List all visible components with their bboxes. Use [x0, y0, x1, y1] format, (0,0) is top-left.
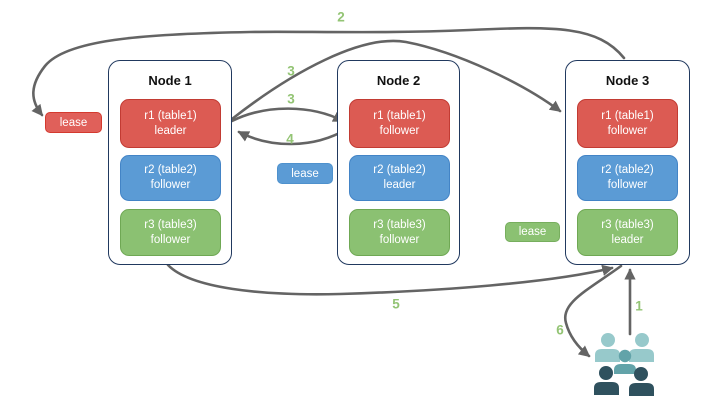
lease-badge-table2: lease — [277, 163, 333, 184]
replica-role: leader — [154, 124, 187, 137]
replica-name: r1 (table1) — [601, 109, 654, 122]
arrow-step-3-leader-to-node2 — [230, 107, 345, 123]
users-group-icon — [594, 333, 654, 396]
node-1-title: Node 1 — [148, 73, 192, 88]
node-3-replica-r2: r2 (table2) follower — [577, 155, 678, 201]
replica-name: r1 (table1) — [144, 109, 197, 122]
step-label-5: 5 — [392, 296, 400, 312]
node-1-replica-r3: r3 (table3) follower — [120, 209, 221, 256]
node-1: Node 1 r1 (table1) leader r2 (table2) fo… — [108, 60, 232, 265]
replica-role: follower — [607, 124, 648, 137]
node-3-replica-r3: r3 (table3) leader — [577, 209, 678, 256]
node-3-replica-r1: r1 (table1) follower — [577, 99, 678, 148]
step-label-1: 1 — [635, 298, 643, 314]
replica-name: r3 (table3) — [601, 218, 654, 231]
step-label-2: 2 — [337, 9, 345, 25]
node-2-replica-r2: r2 (table2) leader — [349, 155, 450, 201]
node-2-replica-r1: r1 (table1) follower — [349, 99, 450, 148]
replica-name: r2 (table2) — [144, 164, 197, 177]
replica-name: r1 (table1) — [373, 109, 426, 122]
step-label-6: 6 — [556, 322, 564, 338]
replica-name: r2 (table2) — [373, 164, 426, 177]
step-label-3a: 3 — [287, 63, 295, 79]
replica-role: follower — [379, 124, 420, 137]
replica-name: r3 (table3) — [373, 218, 426, 231]
arrow-step-5-node1-to-node3 — [166, 263, 614, 296]
node-3-title: Node 3 — [605, 73, 650, 88]
replica-role: follower — [607, 179, 648, 191]
node-2-replica-r3: r3 (table3) follower — [349, 209, 450, 256]
replica-role: follower — [150, 179, 191, 191]
node-1-replica-r2: r2 (table2) follower — [120, 155, 221, 201]
replica-role: leader — [383, 179, 416, 191]
step-label-4: 4 — [286, 131, 294, 147]
lease-badge-table3: lease — [505, 222, 560, 242]
replica-role: leader — [611, 233, 644, 246]
step-label-3b: 3 — [287, 91, 295, 107]
replica-role: follower — [150, 233, 191, 246]
node-1-replica-r1: r1 (table1) leader — [120, 99, 221, 148]
node-3: Node 3 r1 (table1) follower r2 (table2) … — [565, 60, 690, 265]
node-2: Node 2 r1 (table1) follower r2 (table2) … — [337, 60, 460, 265]
replica-name: r3 (table3) — [144, 218, 197, 231]
replica-role: follower — [379, 233, 420, 246]
replica-name: r2 (table2) — [601, 164, 654, 177]
node-2-title: Node 2 — [376, 73, 421, 88]
lease-badge-table1: lease — [45, 112, 102, 133]
